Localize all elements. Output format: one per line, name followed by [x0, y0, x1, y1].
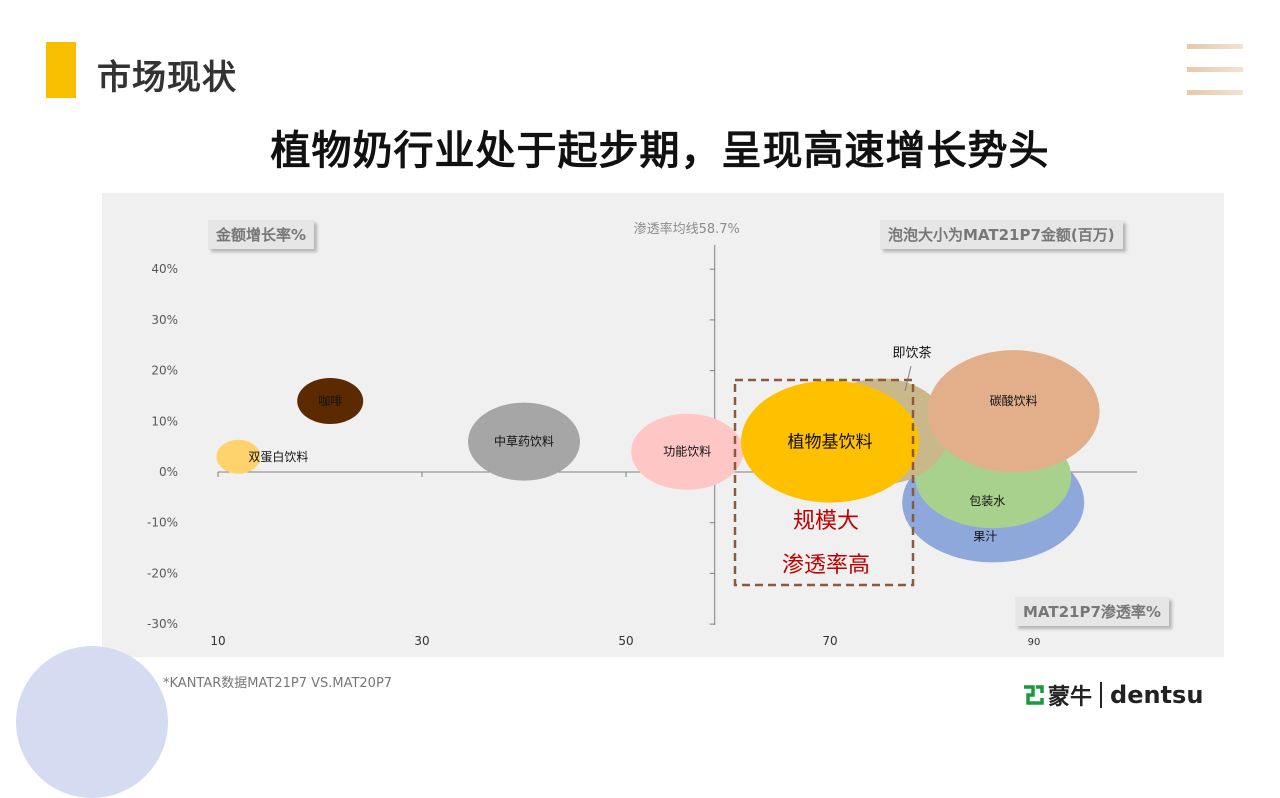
chart-panel: 10 30 50 70 90 40% 30% 20% 10% 0% -10% -20% -30% 渗透率均…: [102, 193, 1224, 657]
y-tick-label: 20%: [151, 364, 178, 378]
bubble: [927, 350, 1100, 473]
bubble-size-note: 泡泡大小为MAT21P7金额(百万): [880, 220, 1123, 249]
y-tick-label: 30%: [151, 313, 178, 327]
decorative-lines: [1187, 44, 1243, 96]
x-tick-label: 70: [822, 634, 837, 648]
page-headline: 植物奶行业处于起步期，呈现高速增长势头: [270, 128, 1050, 174]
bubble: [468, 402, 580, 481]
highlight-box: [733, 378, 915, 587]
bubble-label: 双蛋白饮料: [248, 449, 308, 464]
bubble: [216, 439, 261, 474]
y-tick-label: -10%: [147, 516, 178, 530]
bubble-chart: 10 30 50 70 90 40% 30% 20% 10% 0% -10% -20% -30% 渗透率均…: [147, 221, 1137, 648]
y-tick-label: 0%: [159, 465, 178, 479]
bubble: [631, 413, 744, 490]
reference-line-label: 渗透率均线58.7%: [634, 221, 740, 237]
callout-line: [904, 365, 912, 392]
y-tick-label: -30%: [147, 617, 178, 631]
y-tick-label: 40%: [151, 262, 178, 276]
bubble-label: 即饮茶: [892, 345, 931, 361]
dentsu-logo-text: dentsu: [1110, 681, 1204, 709]
x-tick-label: 30: [414, 634, 429, 648]
bubble-label: 果汁: [973, 529, 997, 543]
x-tick-label: 10: [210, 634, 225, 648]
mengniu-logo-text: 蒙牛: [1048, 685, 1093, 710]
y-tick-label: 10%: [151, 414, 178, 428]
bubble-label: 植物基饮料: [788, 433, 873, 453]
bubble-label: 功能饮料: [663, 445, 711, 459]
y-tick-label: -20%: [147, 566, 178, 580]
bubble: [297, 378, 364, 425]
x-axis-title: MAT21P7渗透率%: [1015, 597, 1169, 626]
bubble-label: 咖啡: [318, 393, 342, 408]
decorative-circle: [16, 646, 168, 798]
mengniu-logo-icon: [1024, 685, 1044, 705]
x-tick-label: 50: [618, 634, 633, 648]
brand-logos: 蒙牛 dentsu: [1022, 678, 1203, 712]
bubble-label: 包装水: [969, 494, 1005, 508]
bubble-label: 碳酸饮料: [990, 393, 1038, 408]
annotation-line: 规模大: [793, 509, 859, 534]
y-axis-title: 金额增长率%: [208, 220, 315, 249]
annotation-line: 渗透率高: [782, 553, 870, 578]
logo-separator: [1100, 682, 1103, 708]
section-title: 市场现状: [97, 58, 237, 98]
source-footnote: *KANTAR数据MAT21P7 VS.MAT20P7: [163, 676, 393, 691]
bubble-label: 中草药饮料: [494, 434, 554, 449]
title-accent-bar: [46, 42, 76, 98]
bubble: [741, 380, 919, 503]
x-tick-label: 90: [1028, 637, 1041, 648]
